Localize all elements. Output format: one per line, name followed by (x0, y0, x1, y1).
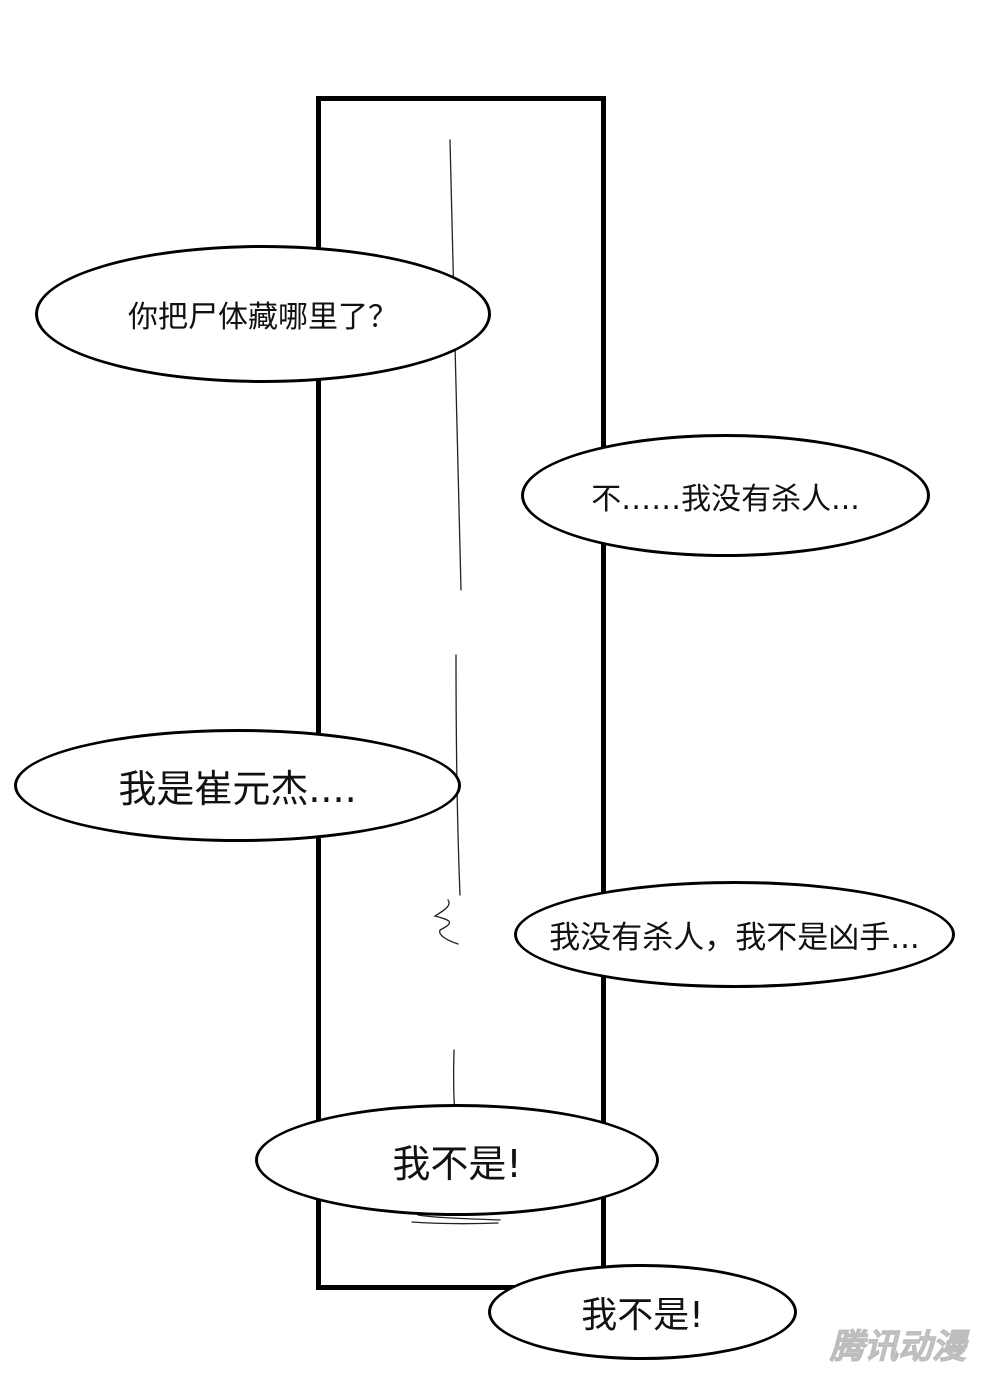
speech-text: 我不是! (581, 1295, 704, 1336)
speech-bubble-1: 你把尸体藏哪里了？ (35, 245, 491, 383)
speech-bubble-4: 我没有杀人，我不是凶手... (514, 881, 955, 988)
speech-text: 我没有杀人，我不是凶手... (549, 920, 920, 956)
speech-bubble-2: 不……我没有杀人... (521, 434, 930, 557)
speech-text: 我不是! (392, 1141, 522, 1186)
speech-text: 不……我没有杀人... (591, 481, 860, 517)
speech-text: 我是崔元杰.... (118, 767, 357, 811)
speech-bubble-6: 我不是! (488, 1264, 797, 1360)
speech-bubble-3: 我是崔元杰.... (14, 729, 461, 842)
watermark-text: 腾讯动漫 (829, 1327, 970, 1367)
speech-text: 你把尸体藏哪里了？ (128, 300, 398, 335)
tencent-comics-watermark-logo: 腾讯动漫 (829, 1327, 971, 1368)
speech-bubble-5: 我不是! (255, 1104, 659, 1216)
